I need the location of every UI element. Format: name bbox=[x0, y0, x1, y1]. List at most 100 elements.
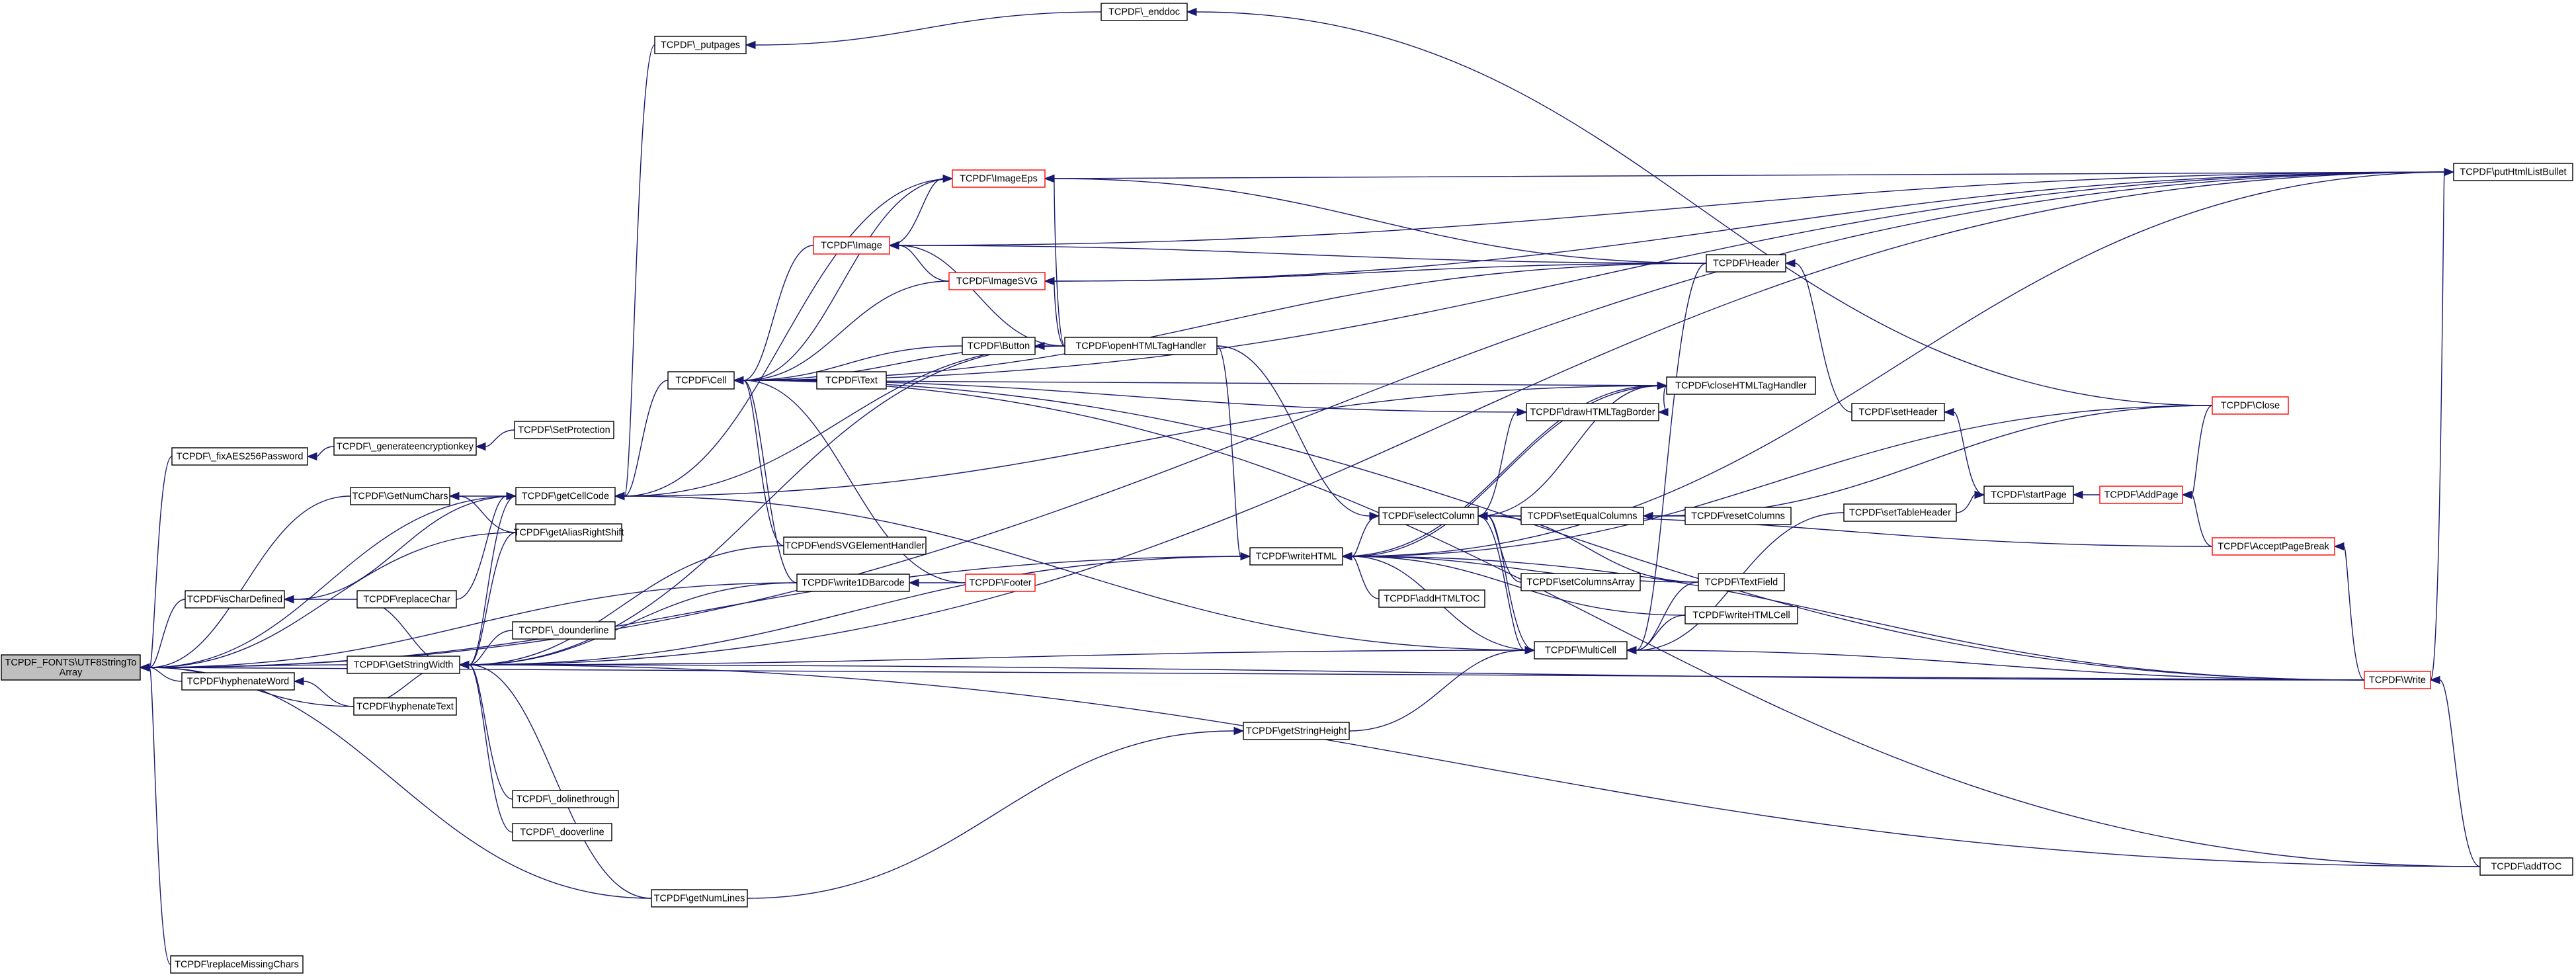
node-setheader[interactable]: TCPDF\setHeader bbox=[1851, 403, 1945, 421]
edge-puthtmllist-to-imagesvg bbox=[1044, 171, 2454, 286]
edge-openhtml-to-getstrwidth bbox=[458, 345, 1065, 669]
edge-line bbox=[747, 730, 1235, 899]
edge-line bbox=[468, 664, 2365, 681]
edge-line bbox=[468, 650, 1535, 665]
node-label: TCPDF\addHTMLTOC bbox=[1384, 594, 1479, 605]
edge-line bbox=[468, 664, 2481, 867]
node-label: TCPDF\AcceptPageBreak bbox=[2218, 542, 2329, 552]
edge-line bbox=[1477, 385, 1658, 517]
node-write1d[interactable]: TCPDF\write1DBarcode bbox=[796, 574, 910, 592]
node-header[interactable]: TCPDF\Header bbox=[1706, 254, 1786, 273]
node-hyphtext[interactable]: TCPDF\hyphenateText bbox=[353, 697, 457, 716]
node-close[interactable]: TCPDF\Close bbox=[2212, 396, 2289, 415]
node-label: TCPDF\addTOC bbox=[2491, 862, 2562, 873]
node-selectcol[interactable]: TCPDF\selectColumn bbox=[1378, 507, 1479, 525]
edge-line bbox=[743, 380, 2481, 867]
node-endsvg[interactable]: TCPDF\endSVGElementHandler bbox=[783, 536, 927, 555]
node-write[interactable]: TCPDF\Write bbox=[2364, 671, 2431, 689]
node-getalias[interactable]: TCPDF\getAliasRightShift bbox=[514, 523, 624, 542]
node-addpage[interactable]: TCPDF\AddPage bbox=[2099, 486, 2183, 504]
node-imagesvg[interactable]: TCPDF\ImageSVG bbox=[948, 272, 1046, 290]
node-getnumlines[interactable]: TCPDF\getNumLines bbox=[651, 889, 748, 908]
edge-imageeps-to-cell bbox=[733, 178, 953, 385]
node-label: TCPDF\_dounderline bbox=[519, 626, 608, 636]
edge-arrowhead bbox=[1240, 552, 1251, 561]
node-addtoc[interactable]: TCPDF\addTOC bbox=[2479, 857, 2573, 876]
node-box bbox=[952, 169, 1046, 188]
node-addhtmltoc[interactable]: TCPDF\addHTMLTOC bbox=[1378, 589, 1485, 608]
edge-line bbox=[743, 345, 963, 381]
node-putpages[interactable]: TCPDF\_putpages bbox=[654, 36, 747, 54]
node-hyphword[interactable]: TCPDF\hyphenateWord bbox=[181, 672, 295, 691]
node-cell[interactable]: TCPDF\Cell bbox=[667, 371, 735, 390]
node-label: TCPDF\hyphenateWord bbox=[187, 677, 289, 687]
node-drawhtmlborder[interactable]: TCPDF\drawHTMLTagBorder bbox=[1526, 403, 1659, 421]
edge-textfield-to-writehtml bbox=[1341, 552, 1699, 583]
node-box bbox=[1983, 486, 2074, 504]
edge-line bbox=[743, 263, 1707, 381]
node-label: TCPDF\putHtmlListBullet bbox=[2460, 167, 2566, 178]
node-getstrheight[interactable]: TCPDF\getStringHeight bbox=[1243, 722, 1350, 740]
edge-fixAES-to-root bbox=[139, 456, 173, 672]
node-label: TCPDF\Footer bbox=[969, 578, 1031, 589]
node-footer[interactable]: TCPDF\Footer bbox=[965, 574, 1036, 592]
node-box bbox=[353, 697, 457, 716]
node-getnumchars[interactable]: TCPDF\GetNumChars bbox=[350, 487, 450, 505]
node-resetcol[interactable]: TCPDF\resetColumns bbox=[1684, 507, 1792, 525]
node-enddoc[interactable]: TCPDF\_enddoc bbox=[1101, 3, 1188, 21]
edge-line bbox=[743, 245, 814, 381]
node-fixAES[interactable]: TCPDF\_fixAES256Password bbox=[171, 447, 308, 466]
node-writehtmlcell[interactable]: TCPDF\writeHTMLCell bbox=[1684, 606, 1798, 624]
edge-line bbox=[468, 345, 1065, 665]
node-openhtml[interactable]: TCPDF\openHTMLTagHandler bbox=[1064, 337, 1218, 355]
node-settableheader[interactable]: TCPDF\setTableHeader bbox=[1843, 503, 1957, 522]
node-setprot[interactable]: TCPDF\SetProtection bbox=[514, 421, 614, 439]
edge-line bbox=[624, 380, 669, 497]
node-imageeps[interactable]: TCPDF\ImageEps bbox=[952, 169, 1046, 188]
node-button[interactable]: TCPDF\Button bbox=[962, 337, 1036, 355]
node-replacechar[interactable]: TCPDF\replaceChar bbox=[356, 590, 457, 609]
edge-getcellcode-to-root bbox=[139, 495, 517, 672]
node-replmissing[interactable]: TCPDF\replaceMissingChars bbox=[170, 955, 304, 974]
node-image[interactable]: TCPDF\Image bbox=[813, 236, 890, 255]
node-box bbox=[333, 437, 477, 456]
node-label: TCPDF\GetNumChars bbox=[352, 491, 448, 502]
edge-arrowhead bbox=[1369, 511, 1380, 521]
node-dolinethrough[interactable]: TCPDF\_dolinethrough bbox=[512, 790, 619, 808]
node-getcellcode[interactable]: TCPDF\getCellCode bbox=[515, 487, 616, 505]
node-ischardef[interactable]: TCPDF\isCharDefined bbox=[185, 590, 285, 609]
node-multicell[interactable]: TCPDF\MultiCell bbox=[1534, 641, 1628, 660]
node-box bbox=[515, 487, 616, 505]
node-dounderline[interactable]: TCPDF\_dounderline bbox=[512, 621, 616, 640]
node-closehtml[interactable]: TCPDF\closeHTMLTagHandler bbox=[1666, 376, 1816, 395]
node-box bbox=[816, 371, 887, 390]
node-acceptpb[interactable]: TCPDF\AcceptPageBreak bbox=[2212, 537, 2335, 556]
node-puthtmllist[interactable]: TCPDF\putHtmlListBullet bbox=[2453, 163, 2573, 181]
edge-line bbox=[1054, 171, 2454, 282]
node-setcolarr[interactable]: TCPDF\setColumnsArray bbox=[1520, 573, 1641, 591]
node-setequalcol[interactable]: TCPDF\setEqualColumns bbox=[1520, 507, 1644, 525]
edge-startpage-to-setheader bbox=[1943, 407, 1985, 495]
node-getstrwidth[interactable]: TCPDF\GetStringWidth bbox=[347, 656, 460, 674]
node-dooverline[interactable]: TCPDF\_dooverline bbox=[512, 823, 612, 841]
edge-close-to-addpage bbox=[2181, 405, 2213, 499]
edge-selectcol-to-multicell bbox=[1477, 515, 1536, 655]
edge-puthtmllist-to-image bbox=[888, 171, 2454, 250]
edge-arrowhead bbox=[1626, 646, 1637, 655]
node-startpage[interactable]: TCPDF\startPage bbox=[1983, 486, 2074, 504]
node-label: TCPDF\replaceChar bbox=[363, 595, 450, 605]
edge-line bbox=[1794, 263, 1852, 413]
edge-header-to-imageeps bbox=[1044, 174, 1707, 264]
edge-addtoc-to-write bbox=[2429, 675, 2481, 867]
node-label: TCPDF\isCharDefined bbox=[187, 595, 282, 605]
node-text[interactable]: TCPDF\Text bbox=[816, 371, 887, 390]
node-box bbox=[512, 823, 612, 841]
node-label: TCPDF\Text bbox=[825, 376, 878, 386]
edge-close-to-enddoc bbox=[1186, 7, 2213, 406]
node-textfield[interactable]: TCPDF\TextField bbox=[1698, 573, 1785, 591]
node-genkey[interactable]: TCPDF\_generateencryptionkey bbox=[333, 437, 477, 456]
edge-line bbox=[743, 280, 950, 381]
node-writehtml[interactable]: TCPDF\writeHTML bbox=[1249, 547, 1343, 566]
edge-arrowhead bbox=[448, 491, 460, 501]
